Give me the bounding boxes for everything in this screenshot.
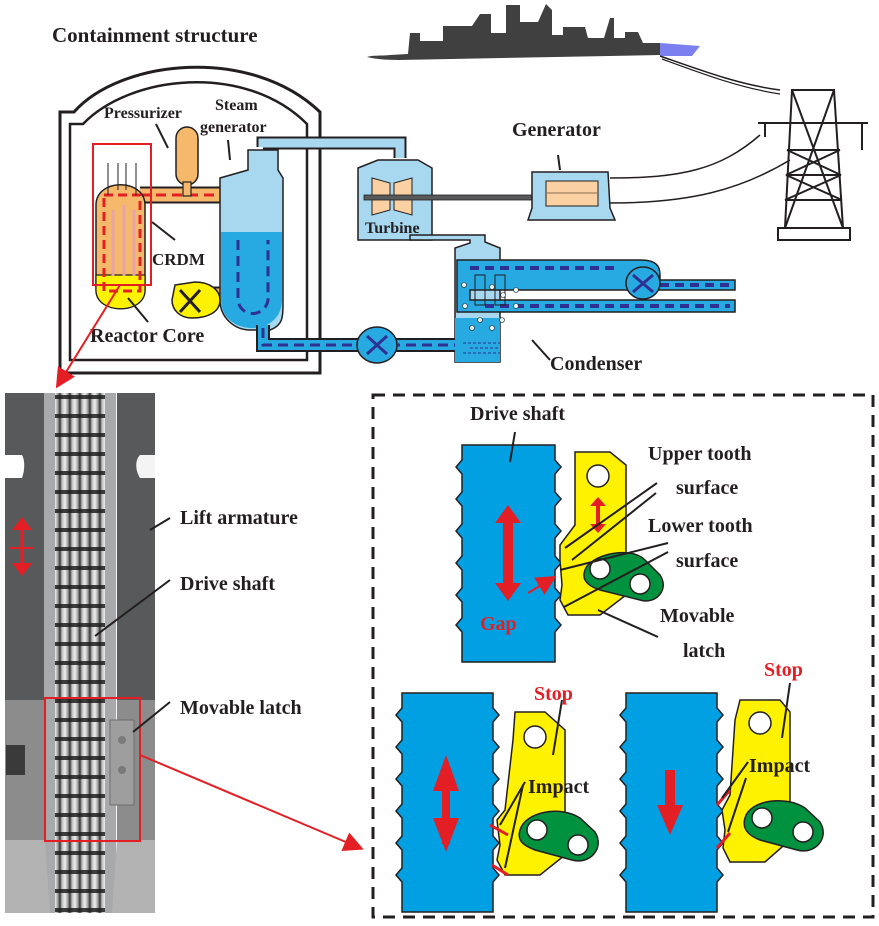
lower-tooth-label-line2: surface [676, 550, 738, 572]
upper-tooth-label-line2: surface [676, 477, 738, 499]
reactor-vessel [92, 143, 176, 323]
primary-pump [171, 281, 221, 319]
upper-tooth-label-line1: Upper tooth [648, 443, 752, 465]
latch-highlight-box [44, 697, 141, 842]
movable-latch-detail-label-line2: latch [683, 640, 725, 662]
gap-label: Gap [480, 613, 517, 635]
impact-mark [489, 823, 509, 837]
lift-armature-label: Lift armature [180, 507, 298, 529]
shaft-bidirectional-arrow-icon [495, 505, 521, 601]
main-steam-line [256, 136, 407, 158]
shaft-bidirectional-arrow-icon [433, 755, 459, 852]
impact-label-left: Impact [528, 776, 589, 798]
generator [526, 134, 791, 221]
pressurizer-label: Pressurizer [104, 105, 182, 122]
latch-detail-panel: Drive shaft Upper tooth surface Lower to… [371, 393, 875, 919]
plant-diagram: Containment structure Pressurizer [52, 4, 868, 389]
drive-shaft-label: Drive shaft [180, 573, 275, 595]
stop-label-right: Stop [764, 659, 803, 681]
turbine [357, 159, 555, 241]
pressurizer [155, 123, 199, 197]
feedwater-line [256, 325, 455, 364]
reactor-core-label: Reactor Core [90, 325, 204, 347]
latch-scenario-stop-impact-left [395, 692, 599, 913]
latch-bidirectional-arrow-icon [590, 497, 606, 533]
steam-generator-label-line2: generator [200, 119, 267, 136]
dashed-frame [371, 393, 875, 919]
detail-drive-shaft-label: Drive shaft [470, 403, 565, 425]
zoom-arrow-to-crdm [55, 284, 121, 389]
impact-mark [491, 863, 509, 877]
impact-mark [715, 832, 732, 849]
crdm-highlight-box [92, 143, 152, 286]
lift-armature-motion-arrow-icon [10, 517, 34, 576]
transmission-tower-icon [758, 89, 868, 241]
containment-building [58, 65, 322, 375]
zoom-arrow-to-latch-detail [139, 754, 364, 851]
steam-generator [219, 139, 284, 331]
city-skyline-icon [367, 4, 781, 95]
crdm-cross-section [5, 393, 171, 913]
latch-scenario-stop-impact-right [619, 682, 824, 913]
condenser-label: Condenser [550, 353, 642, 375]
containment-structure-title: Containment structure [52, 23, 258, 47]
shaft-down-arrow-icon [657, 770, 683, 835]
latch-scenario-gap [455, 431, 669, 663]
generator-label: Generator [512, 119, 601, 141]
turbine-label: Turbine [365, 220, 420, 237]
lower-tooth-label-line1: Lower tooth [648, 515, 753, 537]
movable-latch-detail-label-line1: Movable [660, 605, 735, 627]
movable-latch-label: Movable latch [180, 697, 302, 719]
steam-generator-label-line1: Steam [215, 97, 258, 114]
condenser [409, 234, 736, 363]
impact-label-right: Impact [749, 755, 810, 777]
stop-label-left: Stop [534, 683, 573, 705]
crdm-label: CRDM [152, 250, 205, 269]
